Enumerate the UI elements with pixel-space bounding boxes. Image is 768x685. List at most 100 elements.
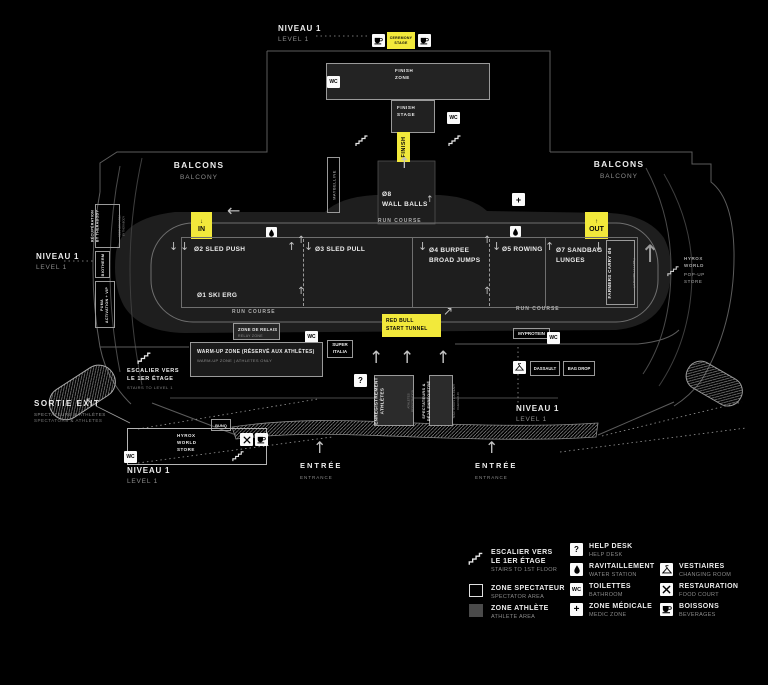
help-desk-box: ? [354, 374, 367, 387]
medic-box: + [570, 603, 583, 616]
station-divider-dashed [489, 239, 490, 306]
exit-ramp-left [48, 364, 116, 421]
station-arrow-down: ↓ [492, 240, 502, 253]
world-store-label: HYROX WORLD STORE [177, 433, 197, 452]
level-label-left: NIVEAU 1 LEVEL 1 [36, 252, 79, 271]
food-court-box [660, 583, 673, 596]
warmup-zone: WARM-UP ZONE (RÉSERVÉ AUX ATHLÈTES) WARM… [190, 342, 323, 377]
finish-stage-label: FINISH STAGE [397, 105, 416, 117]
stairs-icon [137, 352, 151, 364]
finish-banner: FINISH [397, 132, 410, 162]
beverage-stand [372, 34, 385, 47]
medic-box: + [512, 193, 525, 206]
lane-arrow: ↑ [297, 286, 306, 297]
course-turn-arrow: ↑ [640, 240, 661, 268]
athlete-track-area [115, 195, 672, 333]
wc-box: WC [327, 76, 340, 88]
niveau-text: NIVEAU 1 [278, 24, 322, 33]
station-arrow-down: ↓ [180, 240, 190, 253]
entrance-arrow: ↑ [485, 438, 499, 457]
station-6-label: FARMERS CARRY Ø6 [606, 246, 612, 299]
legend-spectator-label: ZONE SPECTATEUR [491, 585, 565, 592]
therabody-booth: RÉCUPÉRATION BY THERABODY RECOVERY AREA … [90, 204, 125, 248]
station-2-label: Ø2 SLED PUSH [194, 246, 246, 253]
balcony-right-mid-arc [642, 167, 672, 375]
run-course-label: RUN COURSE [516, 306, 560, 312]
level-text: LEVEL 1 [36, 264, 68, 271]
relay-zone-sublabel: RELAY ZONE [238, 334, 263, 338]
cutlery-icon [662, 585, 671, 594]
course-in-gate: ↓ IN [191, 212, 212, 239]
legend-changing-label: VESTIAIRES [679, 563, 725, 570]
sortie-label: SORTIE EXIT [34, 399, 101, 408]
balcony-right-outer-arc [550, 151, 735, 407]
bunq-booth: BUNQ [211, 419, 231, 431]
biotherm-label: BIOTHERM [100, 253, 105, 276]
down-arrow-icon: ↓ [200, 218, 203, 225]
cup-icon [420, 37, 429, 44]
water-drop-icon [269, 228, 274, 237]
level-label-bottom-left: NIVEAU 1 LEVEL 1 [127, 466, 170, 485]
vestibule-wall-left [151, 402, 237, 436]
level-label-right: NIVEAU 1 LEVEL 1 [516, 404, 559, 423]
entrance-text: ENTRANCE [300, 475, 333, 480]
cup-icon [257, 436, 266, 443]
niveau-text: NIVEAU 1 [36, 252, 80, 261]
legend-athlete-label: ZONE ATHLÈTE [491, 605, 549, 612]
tunnel-arrow: ↗ [443, 304, 454, 318]
water-station-box [570, 563, 583, 576]
level-text: LEVEL 1 [127, 478, 159, 485]
station-divider [412, 237, 413, 308]
cup-icon [662, 606, 672, 614]
beverages-box [660, 603, 673, 616]
cup-icon [374, 37, 383, 44]
lane-arrow: ↑ [297, 235, 306, 246]
entrance-label-right: ENTRÉE ENTRANCE [475, 461, 517, 480]
water-station [510, 226, 521, 237]
puma-label: PUMA ACTIVATION + VIP [99, 286, 109, 323]
registration-arrow: ↑ [400, 348, 415, 368]
station-arrow-down: ↓ [594, 240, 604, 253]
spectator-area-swatch [469, 584, 483, 597]
right-wing-bottom-line [455, 329, 680, 345]
stairs-icon [667, 266, 679, 277]
stairs-marker [447, 133, 462, 148]
level-text: LEVEL 1 [516, 416, 548, 423]
stairs-icon [355, 135, 368, 146]
maybelline-label: MAYBELLINE [331, 170, 336, 200]
stairs-marker [231, 449, 245, 463]
world-store: HYROX WORLD STORE [127, 428, 268, 465]
station-7-label: Ø7 SANDBAG LUNGES [556, 247, 603, 264]
super-italia-booth: SUPER ITALIA [327, 340, 353, 358]
exit-arrow-tail [95, 405, 131, 424]
station-arrow-up: ↑ [545, 240, 555, 253]
legend-wc-sublabel: BATHROOM [589, 592, 623, 598]
wc-box: WC [570, 583, 583, 596]
hanger-icon [515, 363, 524, 371]
lane-arrow: ↑ [483, 235, 492, 246]
warmup-label: WARM-UP ZONE (RÉSERVÉ AUX ATHLÈTES) [197, 349, 315, 355]
station-6-farmers-carry: FARMERS CARRY Ø6 ( 2 TOURS / 2 LAPS ) [606, 240, 635, 305]
legend-medic-sublabel: MEDIC ZONE [589, 612, 627, 618]
entree-text: ENTRÉE [300, 461, 343, 470]
balcony-label-left: BALCONS BALCONY [164, 160, 234, 181]
finish-zone: FINISH ZONE [326, 63, 490, 100]
dotted-connectors [64, 35, 747, 464]
out-label: OUT [589, 225, 604, 233]
station-3-label: Ø3 SLED PULL [315, 246, 366, 253]
course-arrow-up: ↑ [426, 195, 434, 205]
legend-help-label: HELP DESK [589, 543, 633, 550]
lane-arrow: ↑ [483, 286, 492, 297]
relay-zone-label: ZONE DE RELAIS [238, 327, 278, 332]
entrance-text: ENTRANCE [475, 475, 508, 480]
changing-room-marker [513, 361, 526, 374]
legend-stairs [467, 550, 484, 567]
legend-help-sublabel: HELP DESK [589, 552, 623, 558]
stairs-marker [354, 133, 369, 148]
ceremony-stage: CEREMONY STAGE [387, 32, 415, 49]
stairs-icon [232, 451, 244, 462]
myprotein-booth: MYPROTEIN [513, 328, 550, 339]
start-tunnel-label: RED BULL START TUNNEL [386, 318, 428, 332]
hall-outline-top-right [267, 50, 551, 152]
